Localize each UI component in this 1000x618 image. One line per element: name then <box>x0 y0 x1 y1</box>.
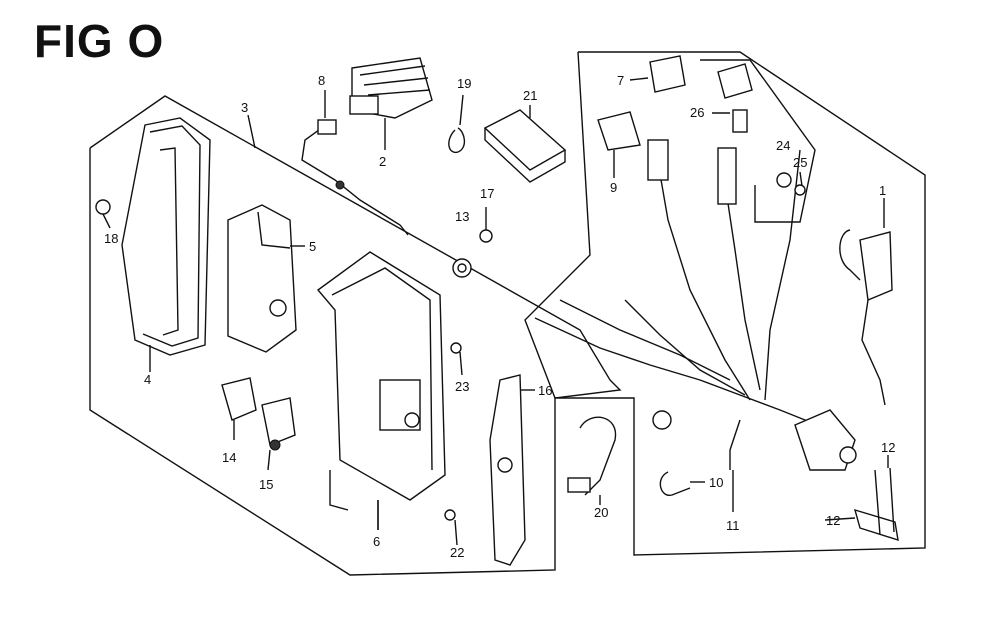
callout-1: 1 <box>879 183 886 198</box>
callout-12-upper: 12 <box>881 440 895 455</box>
harness-group-outline <box>524 51 926 556</box>
relay-inset-outline <box>700 59 816 223</box>
callout-17: 17 <box>480 186 494 201</box>
nut-24-part <box>776 172 792 188</box>
clamp-10-part <box>659 471 705 496</box>
washer-25-part <box>794 171 806 196</box>
control-box-cover <box>121 117 211 368</box>
switch-15-part <box>261 397 296 471</box>
screw-23-part <box>450 342 463 376</box>
terminal-12-part <box>853 455 899 542</box>
control-box-part <box>316 251 446 530</box>
callout-19: 19 <box>457 76 471 91</box>
grommet-13-part <box>452 258 472 278</box>
control-box-group-outline <box>89 95 622 576</box>
relay-7-part <box>629 55 686 93</box>
fuse-26-part <box>712 109 748 133</box>
leader-lines <box>149 114 856 530</box>
callout-10: 10 <box>709 475 723 490</box>
callout-9: 9 <box>610 180 617 195</box>
callout-14: 14 <box>222 450 236 465</box>
regulator-part <box>349 57 433 150</box>
callout-6: 6 <box>373 534 380 549</box>
callout-8: 8 <box>318 73 325 88</box>
callout-22: 22 <box>450 545 464 560</box>
callout-23: 23 <box>455 379 469 394</box>
callout-5: 5 <box>309 239 316 254</box>
callout-12-lower: 12 <box>826 513 840 528</box>
callout-3: 3 <box>241 100 248 115</box>
callout-16: 16 <box>538 383 552 398</box>
callout-15: 15 <box>259 477 273 492</box>
bolt-18-part <box>95 199 111 229</box>
grommet-part <box>652 410 672 430</box>
callout-26: 26 <box>690 105 704 120</box>
callout-20: 20 <box>594 505 608 520</box>
clip-19-part <box>448 94 466 154</box>
band-20-part <box>567 416 617 505</box>
callout-24: 24 <box>776 138 790 153</box>
wire-8-part <box>301 90 409 236</box>
relay-9-part <box>597 111 641 178</box>
plate-16-part <box>489 374 535 566</box>
callout-18: 18 <box>104 231 118 246</box>
callout-13: 13 <box>455 209 469 224</box>
switch-1-part <box>839 198 893 406</box>
callout-4: 4 <box>144 372 151 387</box>
callout-21: 21 <box>523 88 537 103</box>
figure-title: FIG O <box>34 15 165 67</box>
pad-21-part <box>483 105 567 183</box>
switch-14-part <box>221 377 257 440</box>
harness-11-part <box>534 139 857 512</box>
callout-25: 25 <box>793 155 807 170</box>
callout-7: 7 <box>617 73 624 88</box>
screw-22-part <box>444 509 458 546</box>
bracket-part <box>227 204 305 353</box>
callout-11: 11 <box>726 518 740 533</box>
callout-2: 2 <box>379 154 386 169</box>
fuse-holder-part <box>717 63 753 99</box>
screw-17-part <box>479 207 493 243</box>
